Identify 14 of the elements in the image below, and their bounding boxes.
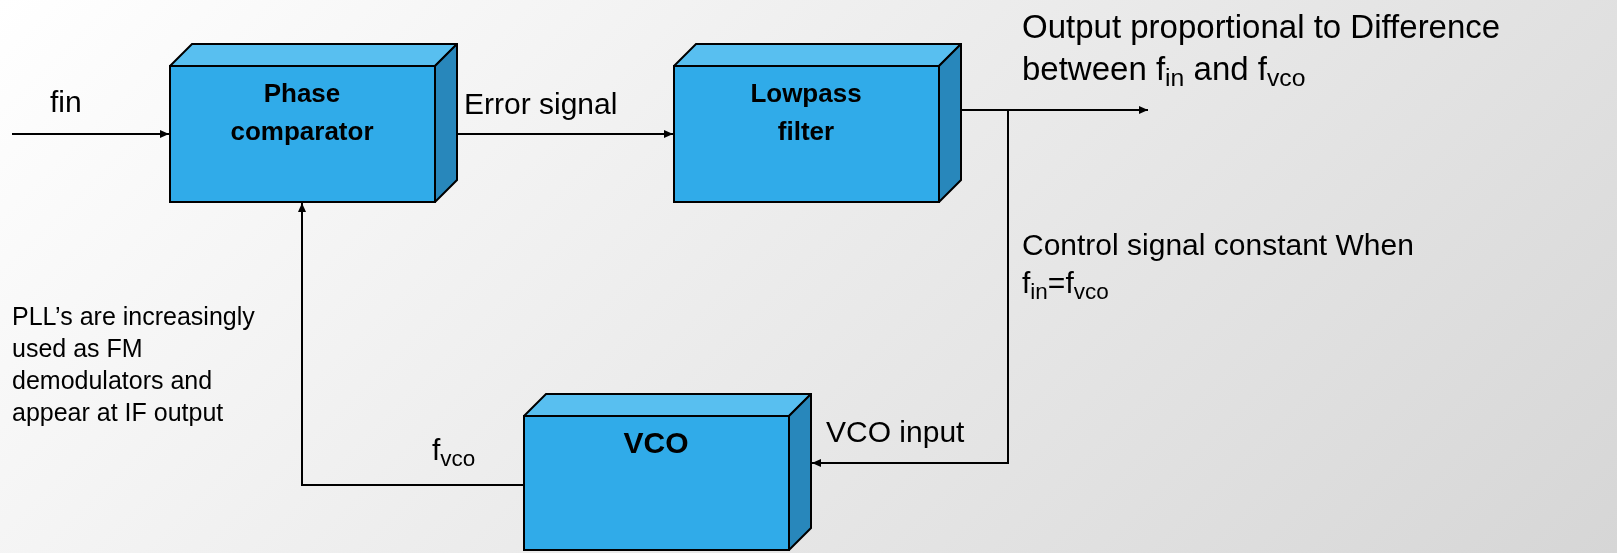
arrow <box>11 130 170 138</box>
edge-label: fin <box>50 84 82 120</box>
note-text: Control signal constant When f$_{in}$=f$_{vco}$ <box>1022 227 1415 302</box>
arrow <box>811 109 1009 467</box>
block-label: Phase comparator <box>229 77 375 148</box>
block-label: VCO <box>622 425 690 461</box>
output-note: Output proportional to Difference between f$_{in}$ and f$_{vco}$ <box>1022 7 1502 90</box>
edge-label: f$_{vco}$ <box>432 432 476 468</box>
edge-label: Error signal <box>464 86 618 122</box>
note-text: PLL’s are increasingly used as FM demodulators and appear at IF output <box>12 301 256 428</box>
arrow <box>298 202 524 486</box>
edge-label: VCO input <box>826 414 965 450</box>
block-label: Lowpass filter <box>749 77 863 148</box>
arrow <box>457 130 674 138</box>
